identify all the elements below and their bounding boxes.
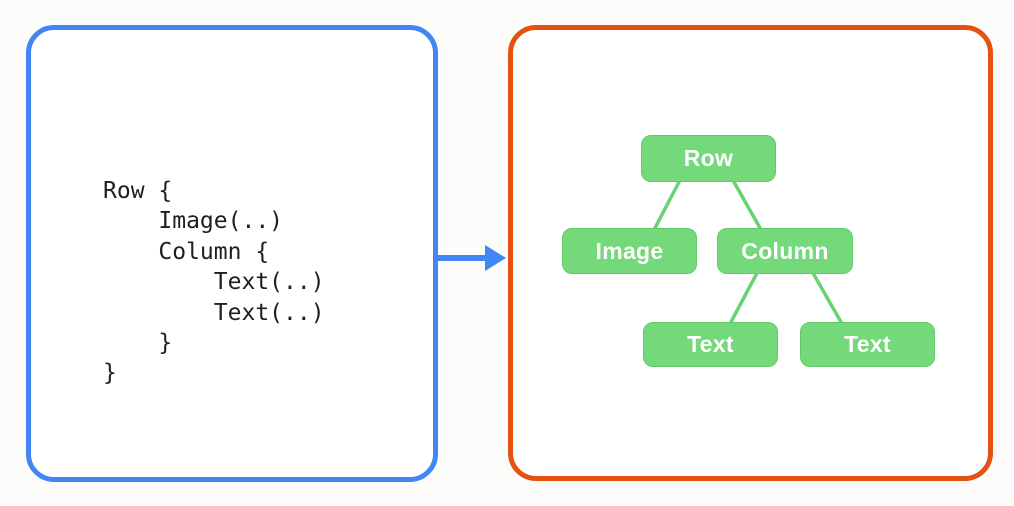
tree-node-label: Text	[844, 331, 891, 357]
tree-edge-row-image	[653, 180, 681, 230]
tree-panel: Row Image Column Text Text	[508, 25, 993, 481]
code-panel: Row { Image(..) Column { Text(..) Text(.…	[26, 25, 438, 482]
code-line: }	[103, 360, 117, 387]
tree-node-row: Row	[641, 135, 776, 182]
code-line: Image(..)	[103, 208, 284, 235]
tree-node-label: Image	[595, 237, 664, 264]
tree-edge-row-column	[732, 180, 762, 230]
tree-node-image: Image	[562, 228, 697, 274]
tree-edge-column-text-1	[729, 271, 759, 324]
tree-node-label: Text	[687, 331, 734, 357]
arrow-head	[485, 245, 506, 271]
tree-edge-column-text-2	[811, 271, 843, 324]
code-block: Row { Image(..) Column { Text(..) Text(.…	[103, 176, 325, 389]
tree-node-text-2: Text	[800, 322, 935, 367]
code-line: Text(..)	[103, 299, 325, 326]
code-line: Text(..)	[103, 269, 325, 296]
arrow-shaft	[434, 255, 489, 261]
flow-arrow-icon	[434, 245, 508, 271]
tree-node-label: Column	[741, 237, 829, 264]
tree-node-label: Row	[683, 145, 734, 171]
code-line: }	[103, 330, 173, 357]
code-line: Column {	[103, 238, 270, 265]
tree-node-text-1: Text	[643, 322, 778, 367]
code-line: Row {	[103, 178, 173, 204]
tree-node-column: Column	[717, 228, 853, 274]
tree-edges	[653, 180, 843, 324]
